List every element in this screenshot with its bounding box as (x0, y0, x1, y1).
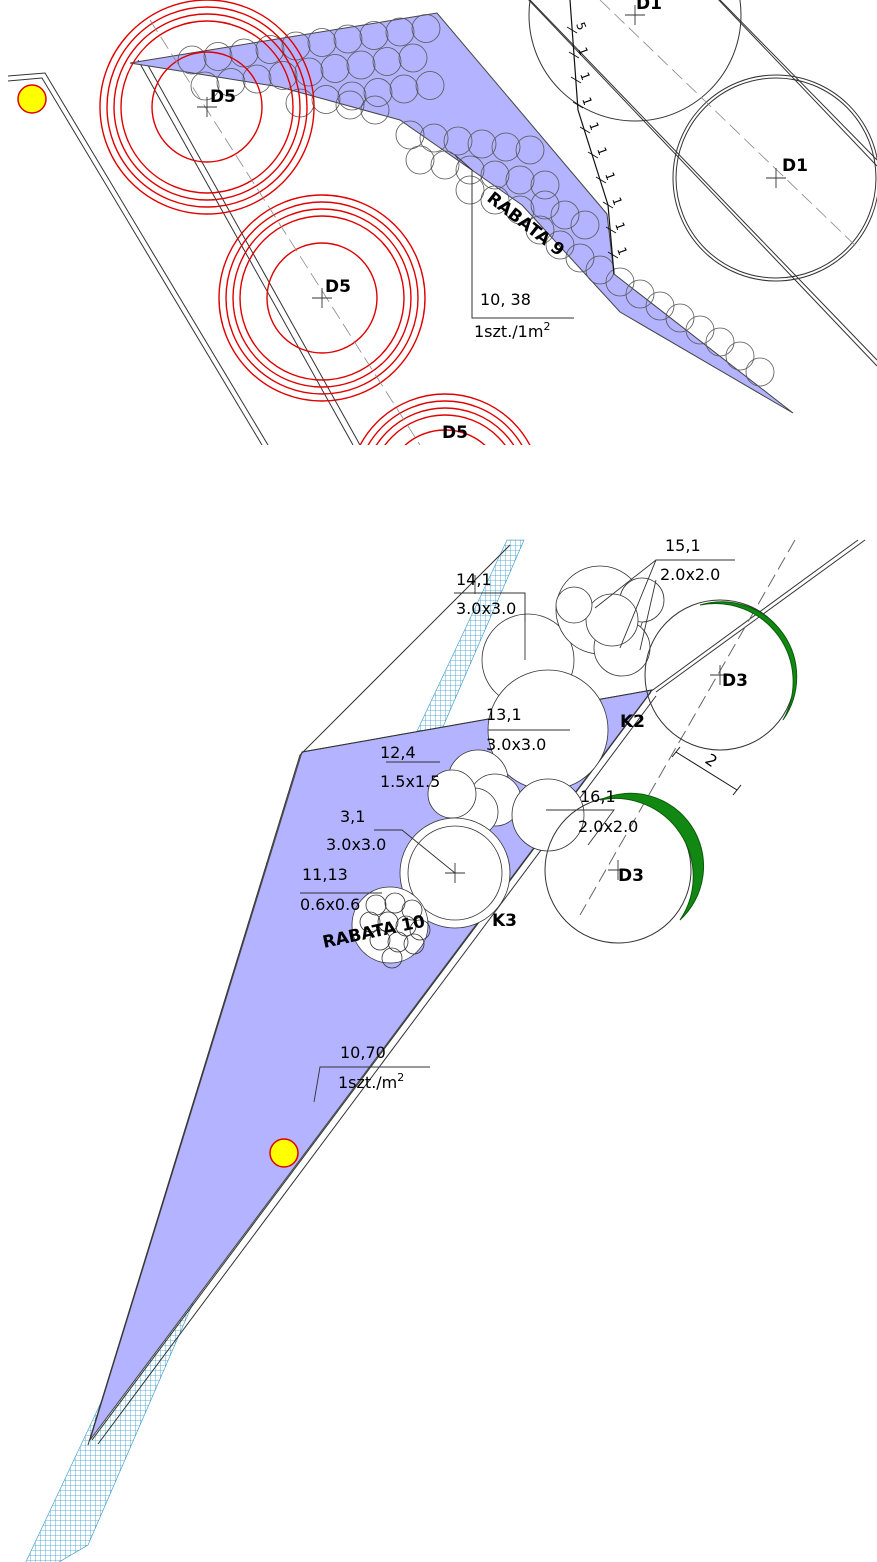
crosshair-icon (197, 5, 786, 308)
callout-15-1-size: 2.0x2.0 (660, 565, 720, 584)
tree-d5-2[interactable] (218, 194, 426, 402)
tree-d5-1[interactable] (99, 0, 315, 215)
tree-label-d1-1: D1 (636, 0, 662, 14)
callout-12-4-id: 12,4 (380, 743, 416, 762)
callout-12-4-size: 1.5x1.5 (380, 772, 440, 791)
tree-label-d5-3: D5 (442, 423, 468, 443)
spacing-labels: 5 1 1 1 1 1 1 1 1 1 (573, 20, 630, 257)
spacing-label: 1 (577, 70, 593, 82)
yellow-circle-marker-icon[interactable] (17, 84, 47, 114)
tree-d5-3[interactable] (349, 393, 541, 586)
bed-boundaries (87, 539, 866, 1446)
spacing-label: 5 (573, 20, 589, 32)
callout-14-1-size: 3.0x3.0 (456, 599, 516, 618)
shrub-group-label-k2: K2 (620, 712, 645, 732)
tree-d1-1[interactable] (528, 0, 742, 122)
tree-label-d5-1: D5 (210, 87, 236, 107)
spacing-label: 1 (612, 220, 628, 232)
callout-leaders (300, 559, 735, 1103)
shrub-group-label-k3: K3 (492, 911, 517, 931)
bed-spec-id: 10, 38 (480, 290, 531, 309)
tree-label-d1-2: D1 (782, 156, 808, 176)
dimension-line (671, 746, 742, 796)
bed-10-density: 1szt./m2 (338, 1071, 404, 1092)
shrub-group-k2[interactable] (481, 565, 665, 791)
spacing-label: 1 (575, 45, 591, 57)
spacing-label: 1 (586, 120, 602, 132)
bed-10-spec-id: 10,70 (340, 1043, 386, 1062)
tree-d3-1[interactable] (644, 599, 798, 751)
spacing-label: 1 (594, 145, 610, 157)
spacing-label: 1 (602, 170, 618, 182)
rabata-9-bed[interactable] (129, 12, 794, 414)
callout-11-13-size: 0.6x0.6 (300, 895, 360, 914)
small-shrubs (359, 892, 431, 969)
tree-d3-2[interactable] (544, 792, 705, 944)
callout-15-1-id: 15,1 (665, 536, 701, 555)
crosshair-icon (445, 665, 730, 883)
callout-11-13-id: 11,13 (302, 865, 348, 884)
tree-d1-2[interactable] (672, 74, 877, 282)
callout-13-1-size: 3.0x3.0 (486, 735, 546, 754)
tree-label-d3-2: D3 (618, 866, 644, 886)
dimension-label: 2 (702, 750, 721, 771)
callout-16-1-id: 16,1 (580, 787, 616, 806)
callout-3-1-size: 3.0x3.0 (326, 835, 386, 854)
bottom-plan-section: 2 15,1 2.0x2.0 14,1 3.0x3.0 13,1 3.0x3.0… (25, 536, 866, 1562)
spacing-label: 1 (614, 245, 630, 257)
yellow-circle-marker-icon[interactable] (269, 1138, 299, 1168)
spacing-label: 1 (579, 95, 595, 107)
tree-label-d5-2: D5 (325, 277, 351, 297)
spacing-ticks (566, 26, 619, 259)
callout-16-1-size: 2.0x2.0 (578, 817, 638, 836)
callout-14-1-id: 14,1 (456, 570, 492, 589)
centerlines (149, 0, 861, 445)
bed-plant-circles (177, 14, 775, 387)
bed-density: 1szt./1m2 (474, 320, 550, 341)
bed-leader (454, 154, 574, 319)
centerline-bottom (579, 539, 796, 916)
tree-label-d3-1: D3 (722, 671, 748, 691)
callout-13-1-id: 13,1 (486, 705, 522, 724)
spacing-label: 1 (609, 195, 625, 207)
callout-3-1-id: 3,1 (340, 807, 365, 826)
